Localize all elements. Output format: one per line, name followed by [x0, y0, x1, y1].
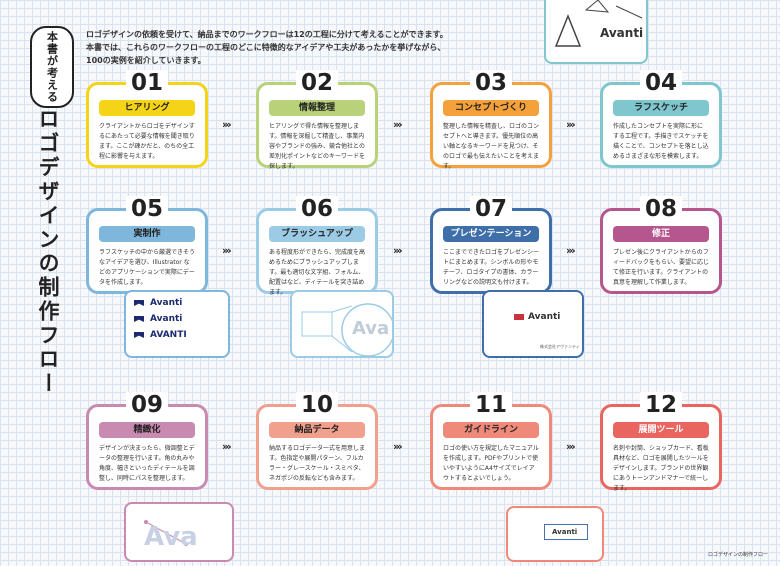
intro-line-2: 本書では、これらのワークフローの工程のどこに特徴的なアイデアや工夫があったかを挙…	[86, 43, 446, 52]
flow-arrow: ›››	[566, 118, 576, 131]
step-description: ラフスケッチの中から厳選できそうなアイデアを選び、Illustrator などの…	[99, 249, 196, 286]
step-card-05: 05 実制作 ラフスケッチの中から厳選できそうなアイデアを選び、Illustra…	[86, 196, 208, 294]
present-subtitle: 株式会社アヴァンティ	[540, 344, 580, 349]
flow-arrow: ›››	[393, 244, 403, 257]
step-number: 04	[639, 70, 683, 96]
flow-arrow: ›››	[222, 244, 232, 257]
step-description: クライアントからロゴをデザインするにあたって必要な情報を聞き取ります。ここが疎か…	[99, 123, 195, 160]
brushup-zoom-image: Ava	[290, 290, 394, 358]
step-number: 12	[639, 392, 683, 418]
step-number: 09	[125, 392, 169, 418]
step-label: ラフスケッチ	[613, 100, 709, 116]
step-description: ある程度形ができたら、完成度を高めるためにブラッシュアップします。最も適切な文字…	[269, 249, 366, 296]
guide-logo-text: Avanti	[552, 528, 578, 536]
step-card-11: 11 ガイドライン ロゴの使い方を規定したマニュアルを作成します。PDFやプリン…	[430, 392, 552, 490]
flow-arrow: ›››	[222, 440, 232, 453]
logo-variant-2: Avanti	[134, 314, 220, 324]
step-card-08: 08 修正 プレゼン後にクライアントからのフィードバックをもらい、要望に応じて修…	[600, 196, 722, 294]
present-logo: Avanti	[514, 312, 582, 322]
guideline-page-image: Avanti	[506, 506, 604, 562]
book-badge: 本書が 考える	[30, 26, 74, 108]
step-label: 実制作	[99, 226, 195, 242]
sketch-sample-image: Avanti	[544, 0, 648, 64]
step-description: 納品するロゴデータ一式を用意します。色指定や展開パターン、フルカラー・グレースケ…	[269, 445, 366, 482]
step-label: コンセプトづくり	[443, 100, 539, 116]
zoom-logo-text: Ava	[352, 318, 390, 339]
step-description: ここまでできたロゴをプレゼンシートにまとめます。シンボルの形やモチーフ、ロゴタイ…	[443, 249, 540, 286]
step-card-03: 03 コンセプトづくり 整理した情報を精査し、ロゴのコンセプトへと導きます。優先…	[430, 70, 552, 170]
detail-logo-text: Ava	[144, 522, 198, 552]
step-label: 展開ツール	[613, 422, 709, 438]
step-description: 整理した情報を精査し、ロゴのコンセプトへと導きます。優先順位の高い軸となるキーワ…	[443, 123, 540, 170]
step-number: 05	[125, 196, 169, 222]
step-label: ブラッシュアップ	[269, 226, 365, 242]
anchor-points	[144, 520, 188, 546]
step-description: 作成したコンセプトを実際に形にする工程です。手描きでスケッチを描くことで、コンセ…	[613, 123, 709, 160]
step-card-10: 10 納品データ 納品するロゴデータ一式を用意します。色指定や展開パターン、フル…	[256, 392, 378, 490]
step-number: 02	[295, 70, 339, 96]
step-card-04: 04 ラフスケッチ 作成したコンセプトを実際に形にする工程です。手描きでスケッチ…	[600, 70, 722, 168]
logo-variant-1: Avanti	[134, 298, 220, 308]
step-label: 情報整理	[269, 100, 365, 116]
flow-arrow: ›››	[566, 244, 576, 257]
refinement-detail-image: Ava	[124, 502, 234, 562]
step-number: 01	[125, 70, 169, 96]
badge-line2: 考える	[45, 67, 59, 103]
step-description: プレゼン後にクライアントからのフィードバックをもらい、要望に応じて修正を行います…	[613, 249, 710, 286]
step-label: 納品データ	[269, 422, 365, 438]
intro-line-3: 100の実例を紹介していきます。	[86, 56, 206, 65]
intro-line-1: ロゴデザインの依頼を受けて、納品までのワークフローは12の工程に分けて考えること…	[86, 30, 448, 39]
sketch-logo-text: Avanti	[600, 26, 644, 40]
step-card-09: 09 精緻化 デザインが決まったら、微調整とデータの整理を行います。角の丸みや角…	[86, 392, 208, 490]
flow-arrow: ›››	[393, 118, 403, 131]
guide-box	[544, 524, 588, 540]
flow-arrow: ›››	[222, 118, 232, 131]
step-number: 10	[295, 392, 339, 418]
step-number: 07	[469, 196, 513, 222]
logo-variations-image: Avanti Avanti AVANTI	[124, 290, 230, 358]
badge-line1: 本書が	[45, 31, 59, 67]
step-label: プレゼンテーション	[443, 226, 539, 242]
step-description: ヒアリングで得た情報を整理します。情報を深掘して精査し、事業内容やブランドの強み…	[269, 123, 366, 170]
presentation-sheet-image: Avanti 株式会社アヴァンティ	[482, 290, 584, 358]
flow-arrow: ›››	[566, 440, 576, 453]
flow-arrow: ›››	[393, 440, 403, 453]
logo-variant-3: AVANTI	[134, 330, 220, 340]
step-card-02: 02 情報整理 ヒアリングで得た情報を整理します。情報を深掘して精査し、事業内容…	[256, 70, 378, 170]
step-number: 08	[639, 196, 683, 222]
credit-text: ロゴデザインの制作フロー	[707, 552, 768, 558]
step-card-12: 12 展開ツール 名刺や封筒、ショップカード、看板具材など、ロゴを展開したツール…	[600, 392, 722, 492]
step-card-07: 07 プレゼンテーション ここまでできたロゴをプレゼンシートにまとめます。シンボ…	[430, 196, 552, 294]
step-number: 03	[469, 70, 513, 96]
step-card-06: 06 ブラッシュアップ ある程度形ができたら、完成度を高めるためにブラッシュアッ…	[256, 196, 378, 296]
step-description: ロゴの使い方を規定したマニュアルを作成します。PDFやプリントで使いやすいように…	[443, 445, 539, 482]
zoom-lines	[301, 303, 392, 356]
step-number: 11	[469, 392, 513, 418]
step-description: 名刺や封筒、ショップカード、看板具材など、ロゴを展開したツールをデザインします。…	[613, 445, 709, 492]
step-label: 精緻化	[99, 422, 195, 438]
step-number: 06	[295, 196, 339, 222]
intro-text: ロゴデザインの依頼を受けて、納品までのワークフローは12の工程に分けて考えること…	[86, 28, 506, 67]
step-card-01: 01 ヒアリング クライアントからロゴをデザインするにあたって必要な情報を聞き取…	[86, 70, 208, 168]
step-label: ヒアリング	[99, 100, 195, 116]
sketch-drawing	[554, 0, 643, 47]
step-label: 修正	[613, 226, 709, 242]
page-title: ロゴデザインの制作フロー	[36, 108, 60, 396]
step-description: デザインが決まったら、微調整とデータの整理を行います。角の丸みや角度、幅きといっ…	[99, 445, 195, 482]
step-label: ガイドライン	[443, 422, 539, 438]
